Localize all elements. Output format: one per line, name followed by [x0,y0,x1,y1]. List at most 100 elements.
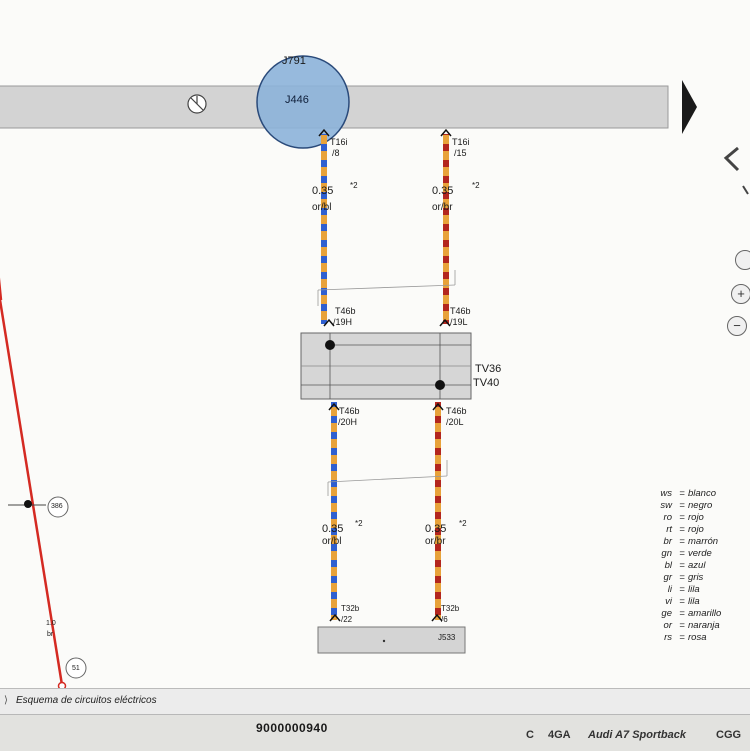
connector-arrow-r2 [439,318,451,327]
legend-code: ro [663,512,672,523]
end-51-ref-circle [65,657,87,679]
legend-row: ge=amarillo [640,608,750,620]
next-page-arrow-icon[interactable] [682,80,697,134]
left-spec2-color: or/bl [322,536,342,547]
shield-line-lower [327,475,448,483]
legend-name: rojo [688,512,704,523]
legend-row: vi=lila [640,596,750,608]
legend-equals: = [679,500,685,511]
node-386-ref-circle [47,496,69,518]
wiring-diagram [0,55,749,690]
connector-arrow-l2 [323,318,335,327]
small-chevron-icon [742,185,749,195]
legend-row: rs =rosa [640,632,750,644]
zoom-out-icon: − [733,318,741,333]
shield-line-upper [317,284,456,291]
right-spec2-gauge: 0.35 [425,523,447,535]
legend-row: li=lila [640,584,750,596]
connector-arrow-r1 [440,128,452,137]
left-mid-pin-a: /19H [333,317,353,327]
left-spec1-gauge: 0.35 [312,185,334,197]
legend-row: sw=negro [640,500,750,512]
left-spec2-gauge: 0.35 [322,523,344,535]
legend-code: ws [660,488,672,499]
right-spec2-color: or/br [425,536,446,547]
end-51-ref: 51 [72,665,80,672]
left-mid-connector-a: T46b [335,306,356,316]
legend-equals: = [679,572,685,583]
connector-arrow-l1 [318,128,330,137]
right-mid-connector-b: T46b [446,406,467,416]
tab-scroll-icon[interactable]: ⟩ [4,695,8,706]
node-386-dot [24,500,32,508]
connector-arrow-r3 [432,402,444,411]
right-wire-segment-2 [435,402,441,620]
node-386-ref: 386 [51,503,63,510]
status-bar: 9000000940 C 4GA Audi A7 Sportback CGG [0,714,750,751]
legend-name: lila [688,584,700,595]
left-spec2-note: *2 [355,519,363,528]
splice-dot-tv40 [435,380,445,390]
left-spec1-color: or/bl [312,202,332,213]
legend-code: rt [666,524,672,535]
status-code-1: C [526,729,534,741]
legend-row: ro =rojo [640,512,750,524]
right-top-pin: /15 [454,148,467,158]
document-number: 9000000940 [256,721,328,735]
legend-name: rojo [688,524,704,535]
right-spec2-note: *2 [459,519,467,528]
component-j533-mark [382,639,386,643]
zoom-out-button[interactable]: − [727,316,747,336]
right-spec1-note: *2 [472,181,480,190]
legend-name: verde [688,548,712,559]
left-wire-segment-2 [331,402,337,620]
status-code-2: 4GA [548,729,571,741]
legend-equals: = [679,488,685,499]
right-spec1-gauge: 0.35 [432,185,454,197]
component-j533-label: J533 [438,633,456,642]
left-wire-gauge: 1.0 [46,620,56,627]
legend-equals: = [679,632,685,643]
legend-name: rosa [688,632,707,643]
right-spec1-color: or/br [432,202,453,213]
legend-equals: = [679,608,685,619]
right-bottom-connector: T32b [441,604,460,613]
zoom-in-button[interactable]: + [731,284,750,304]
right-bottom-pin: /6 [441,615,448,624]
pan-tool-button[interactable] [735,250,750,270]
legend-equals: = [679,512,685,523]
left-top-pin: /8 [332,148,340,158]
left-mid-connector-b: T46b [339,406,360,416]
right-mid-pin-a: /19L [450,317,468,327]
component-j533[interactable] [317,626,466,654]
left-bottom-connector: T32b [341,604,360,613]
status-code-3: CGG [716,729,742,741]
right-mid-connector-a: T46b [450,306,471,316]
splice-tv36-label: TV36 [475,363,502,375]
component-j446[interactable] [256,55,350,149]
legend-equals: = [679,524,685,535]
legend-equals: = [679,584,685,595]
tab-wiring-diagram[interactable]: Esquema de circuitos eléctricos [16,695,157,706]
left-mid-pin-b: /20H [338,417,358,427]
left-top-connector: T16i [330,137,348,147]
left-spec1-note: *2 [350,181,358,190]
legend-code: ge [661,608,672,619]
legend-code: bl [664,560,672,571]
legend-equals: = [679,596,685,607]
connector-arrow-l3 [328,402,340,411]
collapse-panel-chevron-icon[interactable] [723,146,740,172]
legend-name: lila [688,596,700,607]
legend-code: rs [664,632,672,643]
earth-symbol-icon [187,94,207,114]
left-red-wire [0,299,64,686]
legend-code: sw [660,500,672,511]
splice-tv40-label: TV40 [473,377,500,389]
splice-dot-tv36 [325,340,335,350]
pan-tool-icon [736,251,750,269]
legend-row: or=naranja [640,620,750,632]
right-mid-pin-b: /20L [446,417,464,427]
legend-row: ws=blanco [640,488,750,500]
legend-row: gr=gris [640,572,750,584]
